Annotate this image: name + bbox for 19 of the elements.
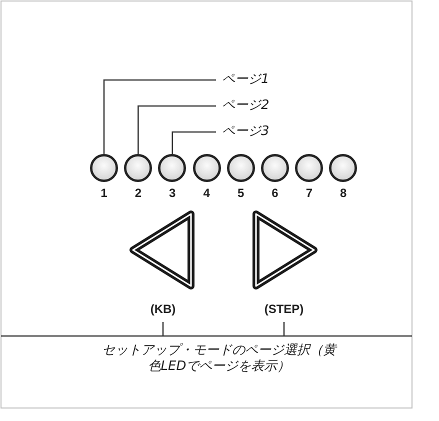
led-number: 8 <box>339 186 348 200</box>
bracket-tick <box>162 322 164 336</box>
led-number: 5 <box>236 186 246 200</box>
bracket-tick <box>283 322 285 336</box>
led-number: 4 <box>202 186 211 200</box>
led-number: 7 <box>304 186 314 200</box>
leader-line <box>103 79 216 154</box>
led-number: 6 <box>270 186 280 200</box>
page-label: ページ1 <box>222 72 270 88</box>
button-label: (STEP) <box>263 302 305 316</box>
led-number: 1 <box>100 186 108 200</box>
page-label: ページ3 <box>222 124 270 140</box>
led-number: 3 <box>168 186 177 200</box>
button-label: (KB) <box>149 302 177 316</box>
caption-text: セットアップ・モードのページ選択（黄色LEDでページを表示） <box>101 343 338 375</box>
leader-line <box>172 131 216 154</box>
page-label: ページ2 <box>222 98 270 114</box>
leader-line <box>138 105 216 154</box>
led-number: 2 <box>134 186 143 200</box>
